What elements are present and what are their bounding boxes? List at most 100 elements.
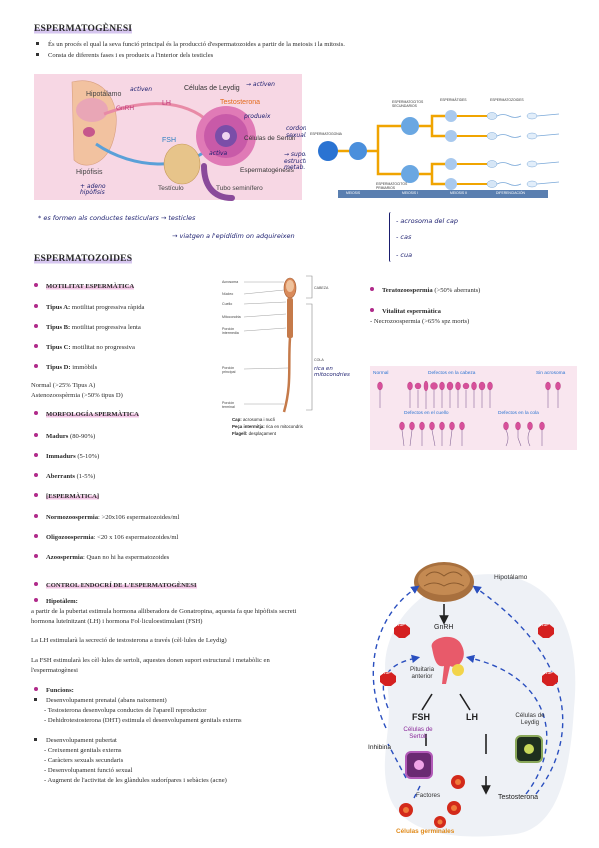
funcions-heading: Funcions: <box>34 687 74 695</box>
stage-label-espermatides: ESPERMÁTIDES <box>440 98 467 102</box>
defects-label-normal: Normal <box>373 371 389 376</box>
hand-produeix: produeix <box>244 113 271 120</box>
sperm-anatomy-diagram: Acrosoma Núcleo Cuello Mitocondria Porci… <box>222 274 364 442</box>
caption-peca: Peça intermitja: rica en mitocondris <box>232 424 303 429</box>
motilitat-item-c: Tipus C: motilitat no progressiva <box>34 344 135 352</box>
endo-label-pituitaria: Pituitaria anterior <box>409 666 435 680</box>
terato-item: Teratozoospermia (>50% aberrants) <box>370 287 480 295</box>
pink-bullet-icon <box>34 433 38 438</box>
sperm-defects-illustration <box>377 380 561 447</box>
endo-label-leydig: Células de Leydig <box>515 712 545 726</box>
label-espermatogenesis: Espermatogénesis <box>240 167 295 174</box>
hand-suport: → suport estructura i metab. <box>284 151 319 171</box>
motilitat-heading: MOTILITAT ESPERMÀTICA <box>34 283 135 291</box>
prenatal-item: Desenvolupament prenatal (abans naixemen… <box>34 697 167 705</box>
pink-bullet-icon <box>34 344 38 349</box>
vitalitat-heading: Vitalitat espermàtica <box>370 308 441 316</box>
asteno-line: Astenozoospèrmia (>50% tipus D) <box>31 392 123 399</box>
pink-bullet-icon <box>34 411 38 416</box>
pink-bullet-icon <box>370 308 374 313</box>
prenatal-sub-1: - Testosterona desenvolupa conductes de … <box>44 707 207 714</box>
anatomy-label-cabeza: CABEZA <box>314 286 329 290</box>
hand-note-item-2: - cas <box>396 233 412 241</box>
pubertat-item: Desenvolupament pubertat <box>34 737 117 745</box>
concentracio-heading: [ESPERMÀTICA] <box>34 493 100 501</box>
hand-activen: activen <box>130 86 153 93</box>
anatomy-label-intermedia: Porción intermedia <box>222 327 239 335</box>
sperm-defects-panel: Normal Defectos en la cabeza Sin acrosom… <box>370 366 577 450</box>
pink-bullet-icon <box>34 364 38 369</box>
motilitat-item-a: Tipus A: motilitat progressiva ràpida <box>34 304 144 312</box>
hipotalem-text-2: hormona luteïnitzant (LH) i hormona Fol·… <box>31 618 203 625</box>
sperm-anatomy-illustration <box>243 275 313 413</box>
anatomy-label-mitocondria: Mitocondria <box>222 315 241 319</box>
stage-label-espermatogonia: ESPERMATOGONIA <box>310 132 342 136</box>
bar-label-diferenciacion: DIFERENCIACIÓN <box>496 191 526 195</box>
intro-bullet-2: Consta de diferents fases i es produeix … <box>36 52 213 60</box>
concentracio-item-oligo: Oligozoospermia: <20 x 106 espermatozoid… <box>34 534 178 542</box>
label-hipofisis: Hipófisis <box>76 169 103 176</box>
square-bullet-icon <box>34 737 37 741</box>
pubertat-sub-2: - Caràcters sexuals secundaris <box>44 757 124 764</box>
hormone-testis-illustration: Hipotálamo GnRH LH FSH Células de Leydig… <box>34 74 302 201</box>
defects-label-cuello: Defectos en el cuello <box>404 411 449 416</box>
label-fsh: FSH <box>162 137 176 144</box>
pink-bullet-icon <box>34 554 38 559</box>
morfologia-item-madurs: Madurs (80-90%) <box>34 433 95 441</box>
bar-label-meiosis-1: MEIOSIS I <box>402 191 419 195</box>
stage-label-espermatozoides: ESPERMATOZOIDES <box>490 98 524 102</box>
pink-bullet-icon <box>34 453 38 458</box>
stage-label-primarios: ESPERMATOCITOS PRIMARIOS <box>376 182 408 190</box>
motilitat-item-b: Tipus B: motilitat progressiva lenta <box>34 324 141 332</box>
stop-icon: STOP <box>381 671 391 675</box>
stop-icon: STOP <box>543 671 553 675</box>
hipotalem-heading: Hipotàlem: <box>34 598 78 606</box>
label-sertoli: Células de Sertoli <box>244 135 295 142</box>
hand-activa: → activen <box>246 81 275 88</box>
control-endocri-heading: CONTROL ENDOCRÍ DE L'ESPERMATOGÈNESI <box>34 582 197 590</box>
stop-icon: STOP <box>395 623 405 627</box>
endo-label-germinales: Células germinales <box>396 828 455 835</box>
anatomy-label-acrosoma: Acrosoma <box>222 280 239 284</box>
lh-text: La LH estimularà la secreció de testoste… <box>31 637 227 644</box>
bar-label-meiosis-2: MEIOSIS II <box>450 191 467 195</box>
endo-label-fsh: FSH <box>412 712 430 722</box>
square-bullet-icon <box>34 697 37 701</box>
pink-bullet-icon <box>34 473 38 478</box>
endo-label-sertoli: Células de Sertoli <box>403 726 433 740</box>
defects-label-cabeza: Defectos en la cabeza <box>428 371 476 376</box>
concentracio-item-azoo: Azoospermia: Quan no hi ha espermatozoid… <box>34 554 169 562</box>
pink-bullet-icon <box>34 304 38 309</box>
endocrine-control-illustration <box>372 562 576 837</box>
hand-cordons: cordons sexuals soris <box>286 125 325 139</box>
hand-rica-mitocondries: rica en mitocondries <box>314 366 350 378</box>
defects-label-acrosoma: Sin acrosoma <box>536 371 566 376</box>
prenatal-sub-2: - Dehidrotestosterona (DHT) estimula el … <box>44 717 242 724</box>
label-hipotalamo: Hipotálamo <box>86 91 122 98</box>
morfologia-item-aberrants: Aberrants (1-5%) <box>34 473 95 481</box>
hand-note-item-1: - acrosoma del cap <box>396 217 459 225</box>
normal-line: Normal (>25% Tipus A) <box>31 382 96 389</box>
square-bullet-icon <box>36 52 39 56</box>
hand-note-line2: → viatgen a l'epidídim on adquireixen <box>172 232 295 240</box>
necro-item: - Necrozoospermia (>65% spz morts) <box>370 318 470 325</box>
stop-icon: STOP <box>539 623 549 627</box>
label-testosterona: Testosterona <box>220 99 260 106</box>
hand-activa2: activa <box>209 150 228 157</box>
fsh-text-2: l'espermatogènesi <box>31 667 78 674</box>
spermatogenesis-tree-illustration <box>306 94 571 198</box>
morfologia-heading: MORFOLOGÍA SPERMÀTICA <box>34 411 139 419</box>
pink-bullet-icon <box>34 324 38 329</box>
pink-bullet-icon <box>34 598 38 603</box>
endo-label-lh: LH <box>466 712 478 722</box>
pubertat-sub-4: - Augment de l'activitat de les glàndule… <box>44 777 227 784</box>
morfologia-item-immadurs: Immadurs (5-10%) <box>34 453 99 461</box>
pink-bullet-icon <box>34 687 38 692</box>
caption-cap: Cap: acrosoma i nucli <box>232 417 275 422</box>
section-title-espermatozoides: ESPERMATOZOIDES <box>34 254 133 264</box>
motilitat-item-d: Tipus D: immòbils <box>34 364 97 372</box>
endo-label-factores: Factores <box>416 792 441 799</box>
pink-bullet-icon <box>370 287 374 292</box>
label-gnrh: GnRH <box>116 105 134 112</box>
pink-bullet-icon <box>34 283 38 288</box>
